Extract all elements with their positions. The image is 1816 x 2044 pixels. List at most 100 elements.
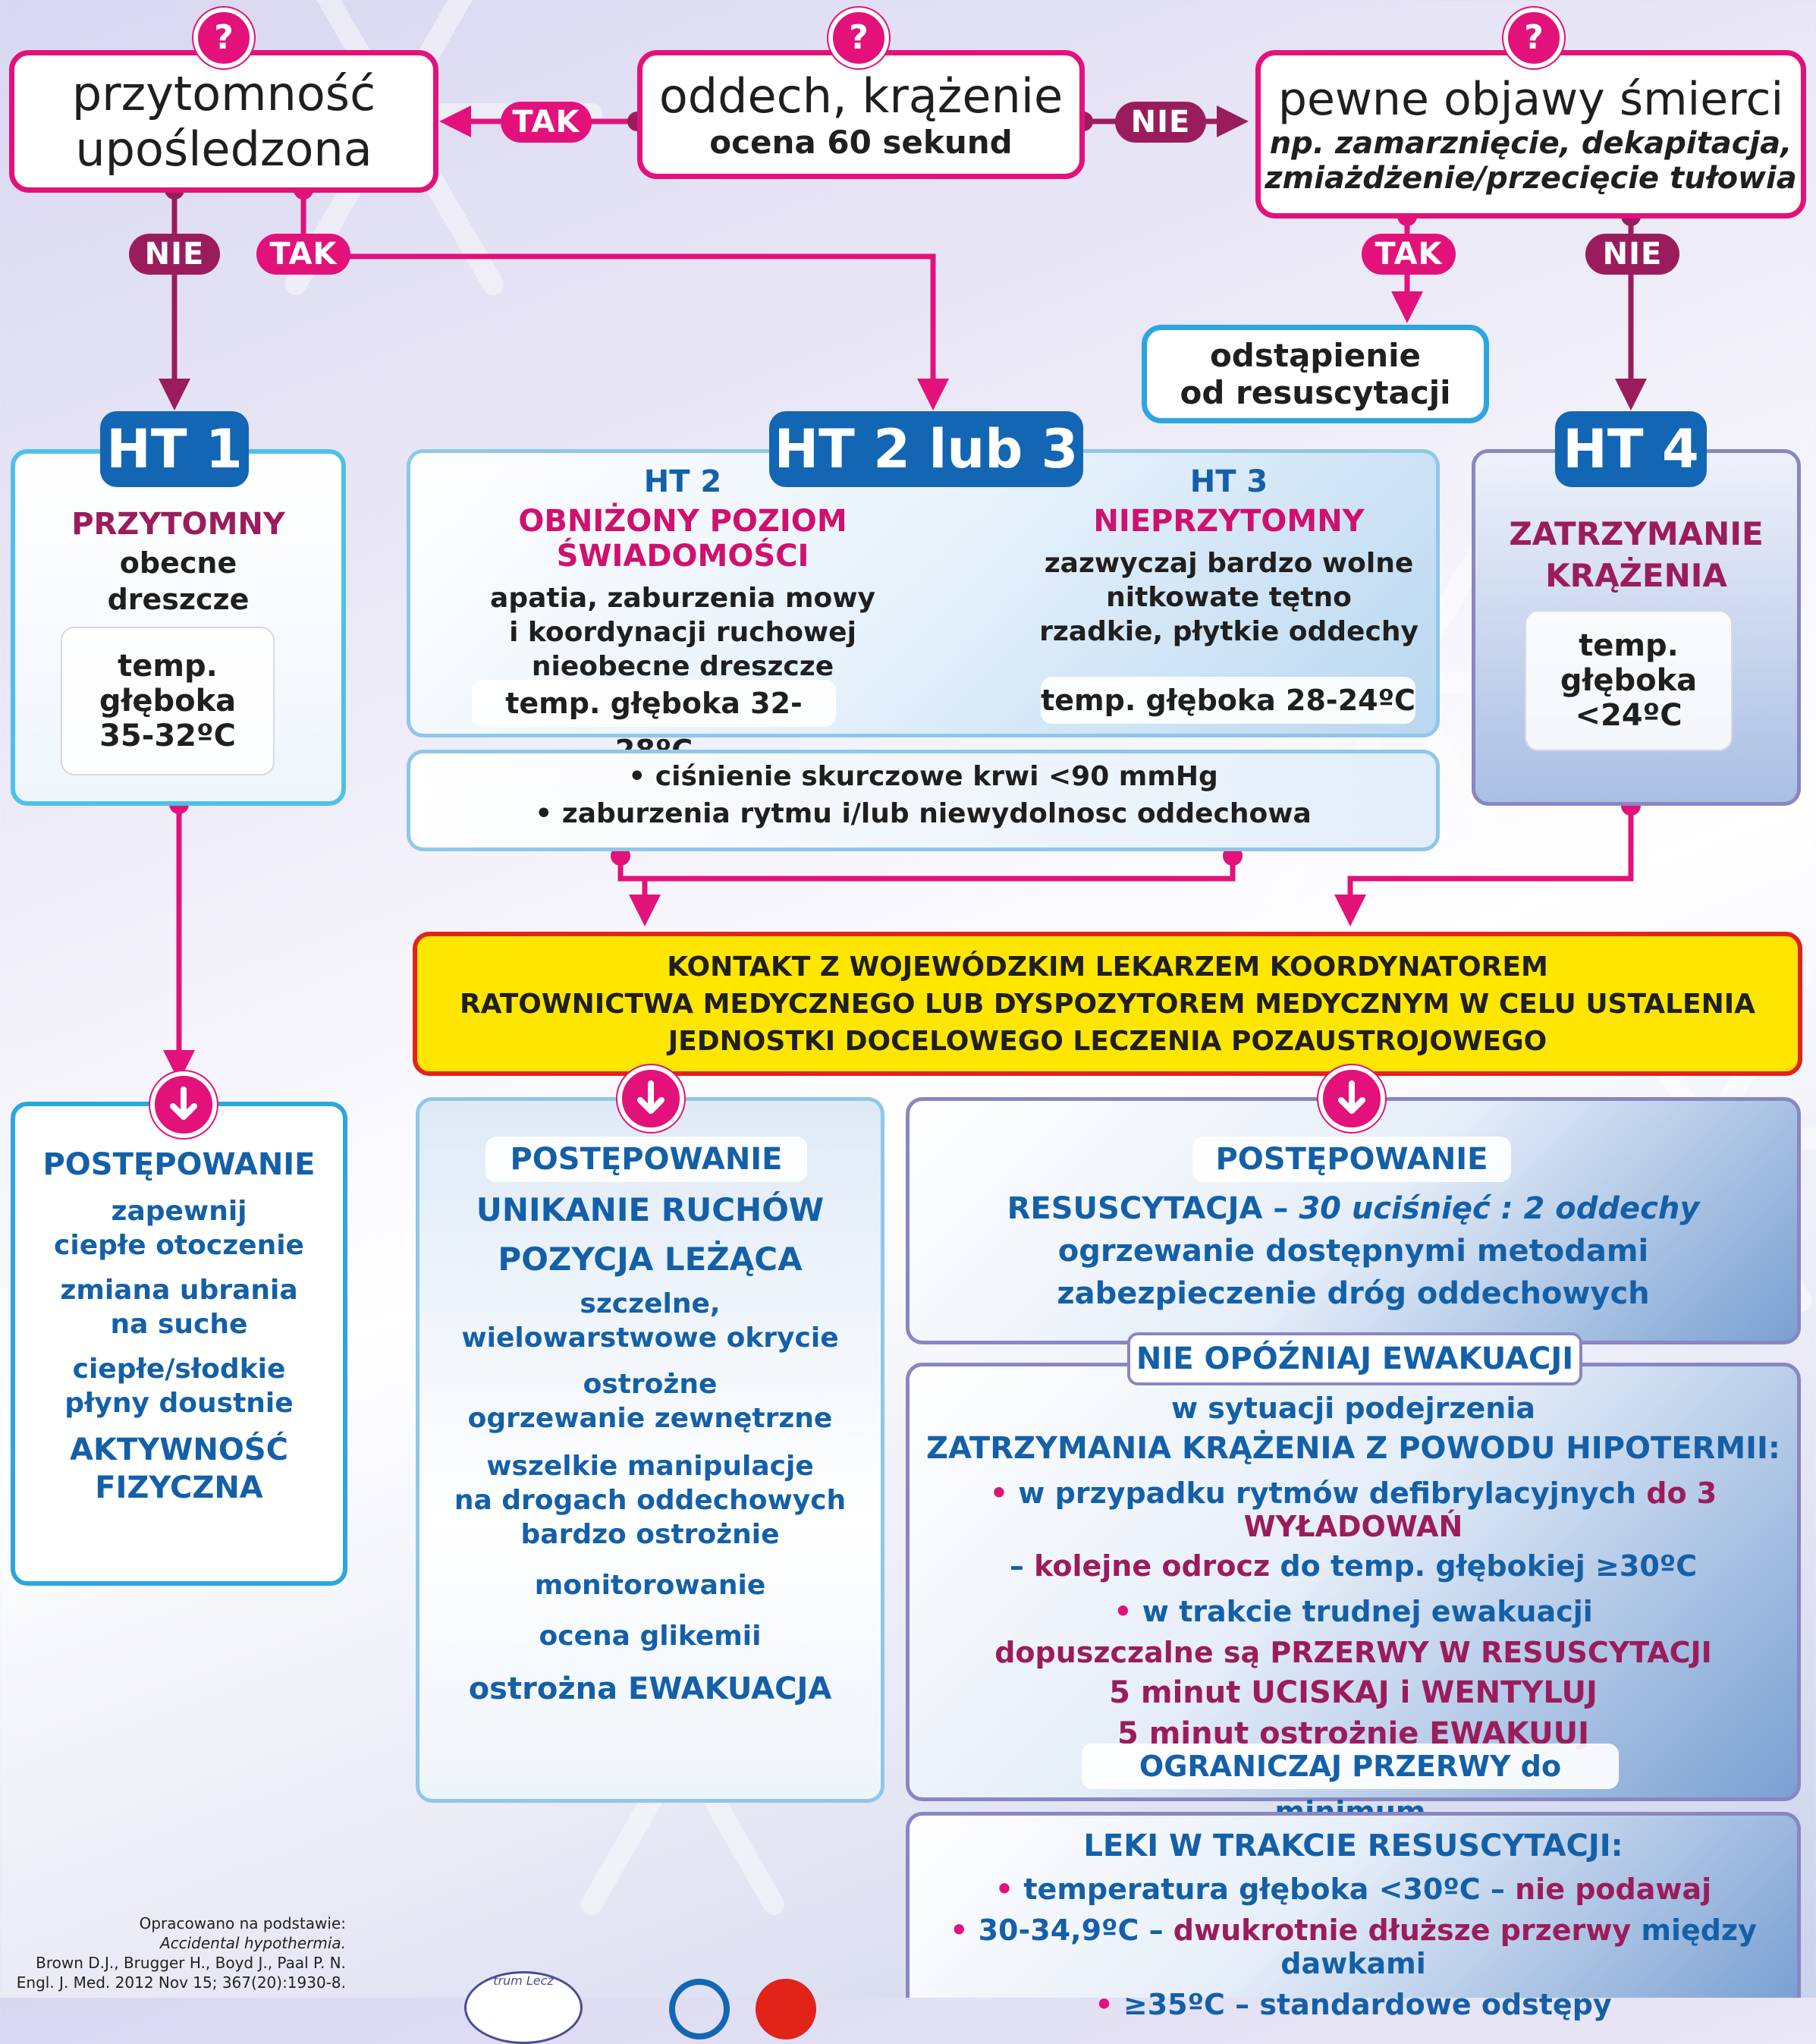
ht1-line1: obecne [119, 546, 237, 580]
death-signs-box: pewne objawy śmierci np. zamarznięcie, d… [1255, 50, 1806, 219]
ht3-column: HT 3 NIEPRZYTOMNY zazwyczaj bardzo wolne… [1032, 464, 1426, 647]
contact-coordinator-box: KONTAKT Z WOJEWÓDZKIM LEKARZEM KOORDYNAT… [413, 932, 1802, 1076]
withdraw-line1: odstąpienie [1209, 337, 1422, 374]
drugs-l1b: nie podawaj [1515, 1873, 1712, 1906]
ht1-temp-box: temp. głęboka 35-32ºC [61, 627, 275, 775]
proc2-d2: ogrzewanie zewnętrzne [467, 1403, 833, 1434]
death-signs-line2: zmiażdżenie/przecięcie tułowia [1265, 161, 1797, 196]
ht2-temp: temp. głęboka 32-28ºC [472, 680, 836, 767]
drugs-l2b: dwukrotnie dłuższe przerwy [1173, 1913, 1632, 1947]
ht4-temp-line2: głęboka [1560, 663, 1698, 698]
withdraw-resuscitation-box: odstąpienie od resuscytacji [1142, 325, 1489, 423]
nie-label: NIE [129, 234, 220, 275]
logo-text: trum Lecz [493, 1973, 554, 1988]
contact-line2: RATOWNICTWA MEDYCZNEGO LUB DYSPOZYTOREM … [459, 988, 1756, 1020]
evac-l4a: – [1009, 1549, 1035, 1583]
drugs-l2: • 30-34,9ºC – dwukrotnie dłuższe przerwy… [950, 1913, 1757, 1980]
proc2-h: ostrożna EWAKUACJA [468, 1671, 832, 1706]
proc1-a1: zapewnij [111, 1196, 247, 1227]
source-l3: Brown D.J., Brugger H., Boyd J., Paal P.… [36, 1954, 346, 1972]
ht1-temp-line2: głęboka [99, 684, 237, 719]
evac-l4: – kolejne odrocz do temp. głębokiej ≥30º… [909, 1549, 1798, 1583]
proc1-c1: ciepłe/słodkie [72, 1354, 286, 1385]
proc2-e2: na drogach oddechowych [454, 1485, 847, 1516]
evac-l4b: kolejne odrocz [1034, 1549, 1271, 1583]
proc3-a: RESUSCYTACJA – 30 uciśnięć : 2 oddechy [909, 1191, 1798, 1226]
ht3-line3: rzadkie, płytkie oddechy [1039, 616, 1419, 647]
proc2-e3: bardzo ostrożnie [520, 1519, 780, 1550]
evac-l3: • w przypadku rytmów defibrylacyjnych do… [989, 1476, 1717, 1543]
breathing-box: oddech, krążenie ocena 60 sekund [637, 50, 1085, 179]
drugs-l3-text: ≥35ºC – standardowe odstępy [1123, 1988, 1612, 2021]
evac-l2: ZATRZYMANIA KRĄŻENIA Z POWODU HIPOTERMII… [926, 1431, 1780, 1466]
breathing-subtitle: ocena 60 sekund [709, 124, 1013, 161]
ht3-state: NIEPRZYTOMNY [1093, 504, 1365, 539]
tak-label: TAK [256, 234, 350, 275]
ht1-line2: dreszcze [107, 583, 250, 616]
ht1-temp-line1: temp. [118, 649, 218, 684]
drugs-body: LEKI W TRAKCIE RESUSCYTACJI: • temperatu… [909, 1829, 1798, 2021]
drugs-l1a: temperatura głęboka <30ºC – [1023, 1873, 1516, 1906]
ht4-temp-line1: temp. [1579, 628, 1679, 663]
risk-line2: • zaburzenia rytmu i/lub niewydolnosc od… [535, 798, 1312, 829]
proc1-d1: AKTYWNOŚĆ [70, 1432, 288, 1467]
drugs-l1: • temperatura głęboka <30ºC – nie podawa… [994, 1873, 1712, 1906]
blue-logo [669, 1979, 730, 2039]
evac-l7: 5 minut UCISKAJ i WENTYLUJ [1109, 1675, 1598, 1710]
source-l1: Opracowano na podstawie: [139, 1914, 346, 1932]
proc3-a-main: RESUSCYTACJA – [1007, 1191, 1299, 1226]
ht2-column: HT 2 OBNIŻONY POZIOM ŚWIADOMOŚCI apatia,… [410, 464, 956, 682]
drugs-l2c: między dawkami [1280, 1913, 1757, 1980]
evac-l3b: do 3 WYŁADOWAŃ [1243, 1476, 1717, 1543]
nie-label: NIE [1585, 234, 1679, 275]
ht1-state: PRZYTOMNY [71, 507, 285, 542]
consciousness-box: przytomność upośledzona [9, 50, 438, 193]
proc2-f: monitorowanie [534, 1570, 766, 1601]
ht4-state-line2: KRĄŻENIA [1545, 557, 1727, 594]
question-mark-icon: ? [1503, 8, 1564, 68]
ht3-line2: nitkowate tętno [1106, 582, 1352, 613]
proc3-body: RESUSCYTACJA – 30 uciśnięć : 2 oddechy o… [909, 1191, 1798, 1311]
ht4-temp-box: temp. głęboka <24ºC [1525, 610, 1733, 751]
ht1-procedure-panel: POSTĘPOWANIE zapewnij ciepłe otoczenie z… [11, 1102, 347, 1586]
risk-line1: • ciśnienie skurczowe krwi <90 mmHg [628, 761, 1218, 792]
ht2-line3: nieobecne dreszcze [531, 651, 834, 682]
breathing-title: oddech, krążenie [658, 68, 1064, 124]
withdraw-line2: od resuscytacji [1180, 374, 1451, 411]
ht3-temp: temp. głęboka 28-24ºC [1041, 677, 1415, 724]
ht1-label: HT 1 [100, 411, 249, 487]
tak-label: TAK [501, 102, 592, 143]
death-signs-title: pewne objawy śmierci [1277, 73, 1784, 126]
ht4-label: HT 4 [1555, 411, 1707, 487]
proc1-title: POSTĘPOWANIE [42, 1147, 316, 1182]
ht2-name: HT 2 [643, 464, 722, 499]
contact-line1: KONTAKT Z WOJEWÓDZKIM LEKARZEM KOORDYNAT… [667, 951, 1548, 983]
evac-l9: OGRANICZAJ PRZERWY do minimum [1082, 1744, 1619, 1829]
proc2-d1: ostrożne [583, 1369, 718, 1400]
death-signs-line1: np. zamarznięcie, dekapitacja, [1269, 126, 1792, 161]
proc2-b: POZYCJA LEŻĄCA [498, 1241, 803, 1278]
ht23-procedure-panel [416, 1097, 884, 1803]
evac-l3a: w przypadku rytmów defibrylacyjnych [1018, 1476, 1647, 1510]
evac-header: NIE OPÓŹNIAJ EWAKUACJI [1127, 1332, 1582, 1385]
source-l2: Accidental hypothermia. [159, 1934, 346, 1952]
arrow-down-icon [1318, 1065, 1385, 1132]
proc2-c2: wielowarstwowe okrycie [461, 1322, 839, 1354]
proc3-a-italic: 30 uciśnięć : 2 oddechy [1299, 1191, 1700, 1226]
evac-l5-text: w trakcie trudnej ewakuacji [1142, 1595, 1593, 1628]
tak-label: TAK [1362, 234, 1456, 275]
question-mark-icon: ? [828, 8, 889, 68]
ht4-temp-line3: <24ºC [1575, 698, 1682, 733]
proc3-c: zabezpieczenie dróg oddechowych [1057, 1276, 1650, 1311]
proc1-c2: płyny doustnie [64, 1388, 294, 1419]
ht2-state: OBNIŻONY POZIOM ŚWIADOMOŚCI [518, 504, 847, 574]
arrow-down-icon [617, 1065, 684, 1132]
source-l4: Engl. J. Med. 2012 Nov 15; 367(20):1930-… [16, 1973, 346, 1992]
proc3-b: ogrzewanie dostępnymi metodami [1057, 1234, 1649, 1269]
evac-l6: dopuszczalne są PRZERWY W RESUSCYTACJI [994, 1636, 1712, 1669]
evac-l5: • w trakcie trudnej ewakuacji [1114, 1595, 1593, 1628]
ht3-name: HT 3 [1189, 464, 1268, 499]
proc2-g: ocena glikemii [539, 1621, 762, 1652]
proc2-body: UNIKANIE RUCHÓW POZYCJA LEŻĄCA szczelne,… [419, 1191, 881, 1706]
proc2-c1: szczelne, [580, 1288, 721, 1319]
